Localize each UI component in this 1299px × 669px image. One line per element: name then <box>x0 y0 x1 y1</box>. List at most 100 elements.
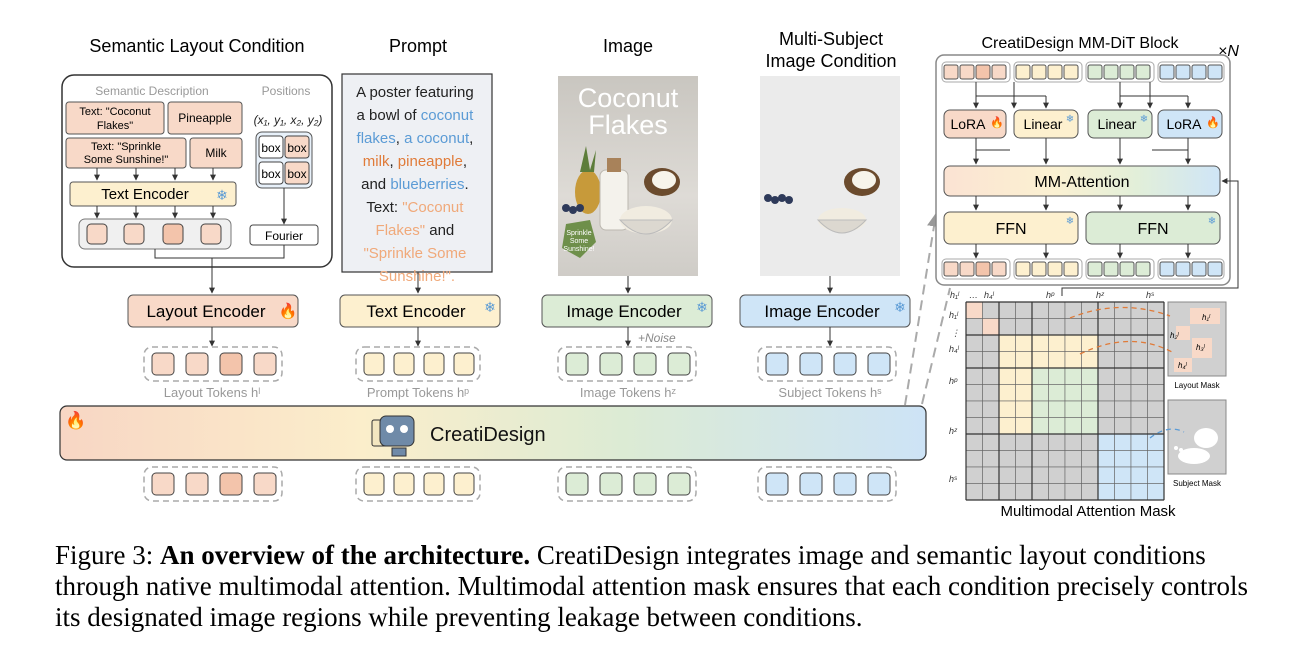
mask-cell <box>998 301 1016 319</box>
image-encoder <box>541 294 713 328</box>
ffn-right <box>1085 211 1221 245</box>
mask-cell <box>1130 301 1148 319</box>
mask-cell <box>1031 318 1049 336</box>
mask-row-hp: hᵖ <box>949 376 958 386</box>
mask-cell <box>1147 433 1165 451</box>
subject-token <box>799 352 823 376</box>
semantic-description-label: Semantic Description <box>95 84 208 98</box>
mask-cell <box>1015 334 1033 352</box>
mask-cell <box>1081 483 1099 501</box>
image-token <box>565 352 589 376</box>
block-title: CreatiDesign MM-DiT Block <box>981 35 1179 52</box>
subject-tokens <box>757 346 897 382</box>
position-box <box>258 161 284 185</box>
mask-cell <box>982 351 1000 369</box>
lora-left-label: LoRA <box>950 116 986 132</box>
mask-cell <box>1114 450 1132 468</box>
mask-cell <box>998 367 1016 385</box>
mask-col-hs: hˢ <box>1146 290 1155 300</box>
mask-cell <box>1015 351 1033 369</box>
subject-token <box>833 352 857 376</box>
mask-cell <box>982 450 1000 468</box>
mask-cell <box>1015 384 1033 402</box>
position-box <box>284 135 310 159</box>
thumb-h2: h₂ˡ <box>1170 331 1180 340</box>
mask-cell <box>1097 384 1115 402</box>
poster-title-1: Coconut <box>578 83 679 113</box>
mask-cell <box>1081 334 1099 352</box>
mask-cell <box>1064 318 1082 336</box>
mask-cell <box>1114 466 1132 484</box>
snowflake-icon: ❄ <box>894 299 906 315</box>
mask-cell <box>965 384 983 402</box>
subject-token <box>867 352 891 376</box>
mask-cell <box>1064 466 1082 484</box>
mask-cell <box>1015 318 1033 336</box>
position-box-label: box <box>287 167 306 181</box>
mask-cell <box>1031 384 1049 402</box>
mask-row-dots: ⋮ <box>951 328 960 338</box>
mask-cell <box>1097 433 1115 451</box>
position-box <box>284 161 310 185</box>
mask-cell <box>998 450 1016 468</box>
image-encoder-label: Image Encoder <box>566 302 682 321</box>
mask-cell <box>982 417 1000 435</box>
mask-cell <box>965 433 983 451</box>
mask-cell <box>1130 384 1148 402</box>
mask-cell <box>1081 351 1099 369</box>
heading-image: Image <box>603 36 653 56</box>
prompt-token <box>393 352 415 376</box>
prompt-token <box>453 352 475 376</box>
poster-image: Coconut Flakes Sprinkle Some Sunshine! <box>558 76 698 276</box>
mask-cell <box>1081 301 1099 319</box>
layout-token <box>253 472 277 496</box>
mask-cell <box>1015 400 1033 418</box>
mask-row-h4: h₄ˡ <box>949 344 960 354</box>
mask-cell <box>1081 450 1099 468</box>
mask-cell <box>1015 301 1033 319</box>
mask-cell <box>1147 466 1165 484</box>
snowflake-icon: ❄ <box>1066 114 1074 125</box>
mask-cell <box>1097 417 1115 435</box>
mask-cell <box>1064 433 1082 451</box>
fire-icon: 🔥 <box>1206 116 1220 129</box>
mask-cell <box>1147 483 1165 501</box>
mask-cell <box>1031 466 1049 484</box>
mask-cell <box>1130 417 1148 435</box>
prompt-panel <box>341 73 493 273</box>
mask-cell <box>1064 483 1082 501</box>
mask-cell <box>1064 450 1082 468</box>
mask-cell <box>1064 384 1082 402</box>
mask-cell <box>1114 301 1132 319</box>
image-token <box>633 352 657 376</box>
subject-mask-thumbnail <box>1167 399 1227 475</box>
noise-label: +Noise <box>638 331 676 345</box>
mask-cell <box>1081 384 1099 402</box>
mm-attention <box>943 165 1221 197</box>
dit-output-tokens <box>941 258 1225 280</box>
mask-cell <box>1114 400 1132 418</box>
mask-col-h1: h₁ˡ <box>950 290 960 300</box>
mask-cell <box>1064 301 1082 319</box>
desc-milk: Milk <box>205 146 227 160</box>
desc-text-sprinkle-2: Some Sunshine!" <box>84 154 169 166</box>
mm-attention-label: MM-Attention <box>1034 174 1129 191</box>
mask-cell <box>1015 367 1033 385</box>
mask-cell <box>1147 351 1165 369</box>
snowflake-icon: ❄ <box>484 299 496 315</box>
mask-cell <box>1048 334 1066 352</box>
mask-cell <box>1048 367 1066 385</box>
prompt-token <box>423 472 445 496</box>
mask-cell <box>1031 450 1049 468</box>
mask-cell <box>1147 384 1165 402</box>
mask-cell <box>1130 318 1148 336</box>
mask-cell <box>1097 400 1115 418</box>
subject-encoder <box>739 294 911 328</box>
mask-cell <box>998 483 1016 501</box>
mask-cell <box>1048 400 1066 418</box>
linear-right-label: Linear <box>1098 116 1137 132</box>
semantic-token <box>200 223 222 245</box>
prompt-tokens-label: Prompt Tokens hᵖ <box>367 385 469 400</box>
prompt-token <box>363 352 385 376</box>
mask-cell <box>998 433 1016 451</box>
